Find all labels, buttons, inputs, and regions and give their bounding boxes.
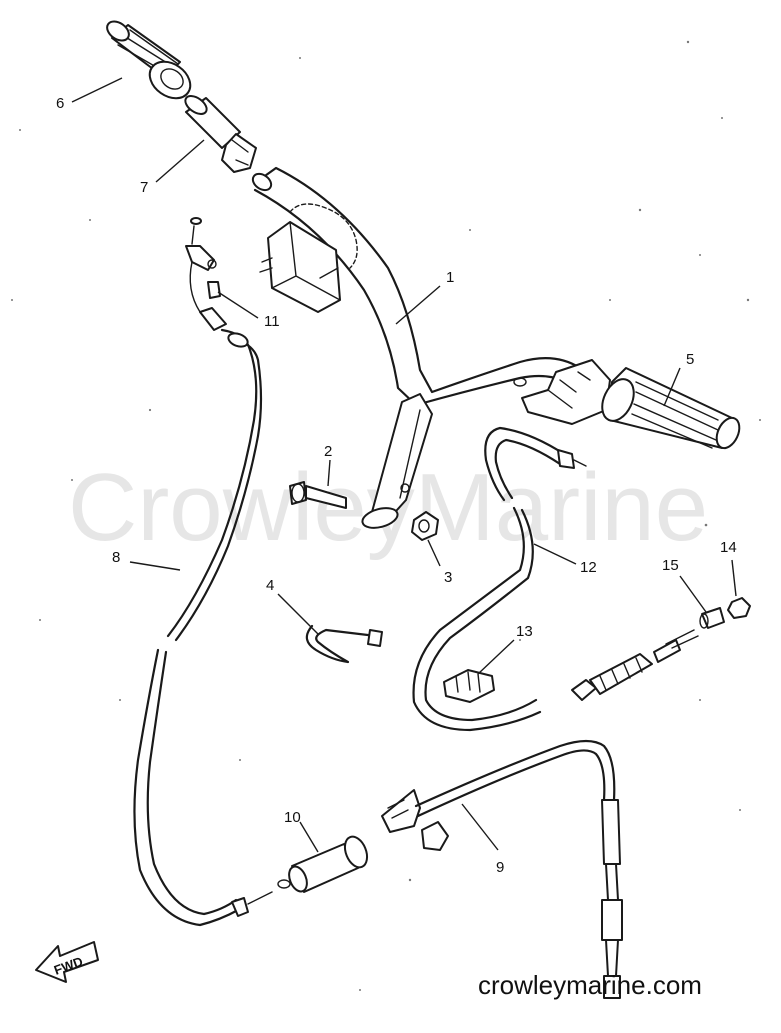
- callout-14: 14: [720, 539, 737, 556]
- callout-4: 4: [266, 577, 274, 594]
- callout-15: 15: [662, 557, 679, 574]
- callout-11: 11: [264, 313, 280, 330]
- part-11-screw: [185, 217, 221, 313]
- print-specks: [11, 40, 761, 991]
- part-8-brake-cable: [133, 307, 291, 927]
- callout-numbers: 6 7 1 11 5 2 3 8 12 4 15 14 13 10 9: [56, 95, 737, 876]
- part-14-nut: [727, 597, 751, 619]
- part-10-adjuster-sleeve: [288, 835, 369, 893]
- part-4-cable-band: [305, 624, 383, 664]
- leader-lines: [71, 77, 737, 853]
- callout-6: 6: [56, 95, 64, 112]
- part-2-bolt: [289, 481, 347, 509]
- callout-9: 9: [496, 859, 504, 876]
- callout-10: 10: [284, 809, 301, 826]
- callout-5: 5: [686, 351, 694, 368]
- part-1-handlebar: [251, 166, 611, 529]
- callout-1: 1: [446, 269, 454, 286]
- part-5-right-grip: [601, 367, 741, 450]
- part-7-throttle-sleeve: [184, 95, 257, 173]
- callout-3: 3: [444, 569, 452, 586]
- callout-13: 13: [516, 623, 533, 640]
- part-9-cable: [381, 739, 623, 999]
- part-12-throttle-cable: [412, 426, 699, 732]
- callout-12: 12: [580, 559, 597, 576]
- callout-7: 7: [140, 179, 148, 196]
- part-3-nut: [411, 511, 439, 541]
- part-13-clip: [443, 669, 495, 703]
- site-url: crowleymarine.com: [478, 970, 702, 1000]
- fwd-arrow-icon: FWD: [35, 941, 99, 983]
- callout-2: 2: [324, 443, 332, 460]
- callout-8: 8: [112, 549, 120, 566]
- part-15-collar: [699, 607, 725, 629]
- part-6-left-grip: [106, 20, 192, 100]
